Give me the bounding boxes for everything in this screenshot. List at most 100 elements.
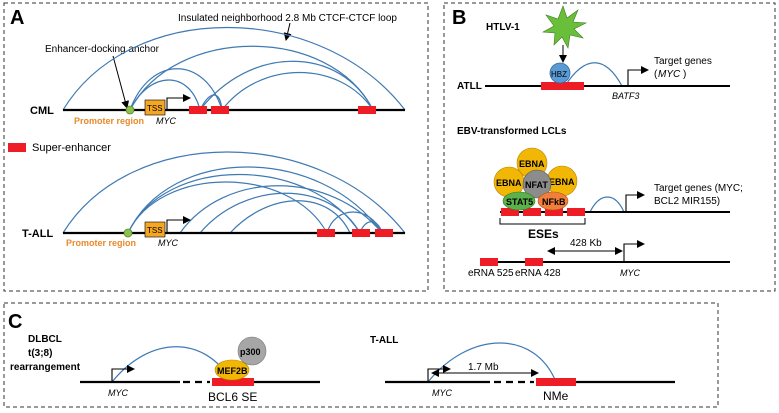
- cml-myc-label: MYC: [156, 116, 177, 126]
- erna-525-enhancer: [480, 258, 498, 266]
- tall-tss-box: [144, 221, 166, 238]
- enhancer-docking-anchor: [125, 105, 135, 115]
- tall-myc-label: MYC: [158, 238, 179, 248]
- ebna-left-label: EBNA: [496, 178, 522, 188]
- legend-super-enhancer-swatch: [8, 143, 26, 152]
- distance-1-7mb-label: 1.7 Mb: [468, 362, 499, 373]
- enhancer-docking-anchor: [123, 228, 133, 238]
- atll-target-paren-close: ): [683, 69, 686, 80]
- erna-tss-arrow: [623, 240, 645, 262]
- panel-b-border: [443, 2, 776, 292]
- nme-enhancer: [536, 378, 576, 386]
- legend-super-enhancer-label: Super-enhancer: [32, 142, 111, 154]
- nme-label: NMe: [543, 389, 569, 403]
- tall-tss-label: TSS: [147, 226, 163, 235]
- mef2b-label: MEF2B: [217, 366, 248, 376]
- ebna-top-label: EBNA: [519, 159, 545, 169]
- super-enhancer: [211, 106, 229, 114]
- ese-bracket: [499, 218, 586, 225]
- c-tall-tss-arrow: [427, 365, 451, 382]
- ebna-right-label: EBNA: [549, 177, 575, 187]
- cml-row-label: CML: [30, 105, 54, 117]
- mef2b-factor: [214, 359, 250, 381]
- dlbcl-loop: [111, 346, 233, 383]
- tall-tss-arrow: [166, 216, 191, 233]
- ebv-loop: [589, 196, 625, 213]
- nfat-factor: [522, 169, 552, 199]
- loop: [127, 181, 328, 234]
- super-enhancer: [189, 106, 207, 114]
- nfat-label: NFAT: [525, 180, 548, 190]
- super-enhancer: [375, 229, 393, 237]
- atll-super-enhancer: [541, 82, 584, 90]
- hbz-factor: [549, 62, 571, 84]
- super-enhancer: [352, 229, 370, 237]
- cml-promoter-label: Promoter region: [74, 116, 144, 126]
- loop: [127, 173, 361, 234]
- panel-c-letter: C: [8, 311, 22, 333]
- ese-label: ESEs: [528, 227, 559, 241]
- ese-enhancer: [567, 208, 585, 216]
- loop: [229, 200, 351, 234]
- atll-tss-arrow: [627, 66, 649, 86]
- htlv-label: HTLV-1: [486, 22, 520, 33]
- tall-loops: [62, 151, 406, 234]
- tall-promoter-label: Promoter region: [66, 238, 136, 248]
- panel-b-letter: B: [452, 7, 466, 29]
- cml-tss-label: TSS: [147, 104, 163, 113]
- ebv-target-line2: BCL2 MIR155): [654, 196, 720, 207]
- loop-label: Insulated neighborhood 2.8 Mb CTCF-CTCF …: [178, 13, 397, 24]
- panel-a-border: [3, 2, 429, 292]
- ebv-title: EBV-transformed LCLs: [457, 126, 567, 137]
- ese-enhancer: [523, 208, 541, 216]
- atll-loop: [564, 62, 623, 87]
- cml-tss-box: [144, 99, 166, 116]
- anchor-label: Enhancer-docking anchor: [45, 44, 160, 55]
- nfkb-label: NFkB: [542, 197, 566, 207]
- stat5-label: STAT5: [506, 197, 533, 207]
- ese-enhancer: [501, 208, 519, 216]
- atll-target-gene: MYC: [658, 69, 681, 80]
- panel-a-letter: A: [10, 7, 24, 29]
- loop: [199, 192, 361, 234]
- atll-row-label: ATLL: [457, 81, 482, 92]
- batf3-label: BATF3: [612, 91, 639, 101]
- dlbcl-line3: rearrangement: [10, 362, 81, 373]
- p300-label: p300: [240, 347, 261, 357]
- dlbcl-line2: t(3;8): [28, 348, 52, 359]
- panel-c-border: [3, 302, 719, 408]
- atll-target-paren-open: (: [654, 69, 658, 80]
- loop: [127, 166, 383, 234]
- loop: [221, 72, 374, 111]
- loop: [179, 185, 383, 234]
- erna-525-label: eRNA 525: [468, 268, 514, 279]
- loop-label-pointer: [283, 22, 292, 41]
- bcl6-super-enhancer: [212, 378, 254, 386]
- c-tall-myc-label: MYC: [432, 388, 453, 398]
- erna-428-label: eRNA 428: [515, 268, 561, 279]
- anchor-pointer: [112, 55, 130, 109]
- loop: [199, 60, 374, 111]
- hbz-label: HBZ: [551, 70, 567, 79]
- ebv-target-line1: Target genes (MYC;: [654, 183, 743, 194]
- panel-c: C DLBCL t(3;8) rearrangement MYC p300 ME…: [3, 302, 719, 408]
- atll-target-label: Target genes: [654, 56, 712, 67]
- ebv-tss-arrow: [625, 191, 645, 212]
- virus-star-icon: [541, 5, 588, 49]
- super-enhancer: [317, 229, 335, 237]
- stat5-factor: [502, 191, 536, 211]
- loop: [129, 79, 201, 111]
- ese-enhancer: [545, 208, 563, 216]
- cml-tss-arrow: [166, 94, 191, 110]
- c-tall-label: T-ALL: [370, 335, 398, 346]
- tall-row-label: T-ALL: [22, 228, 53, 240]
- loop: [326, 211, 383, 234]
- p300-factor: [237, 336, 267, 366]
- bcl6-label: BCL6 SE: [208, 390, 257, 404]
- erna-428-enhancer: [525, 258, 543, 266]
- insulated-loop: [62, 26, 406, 111]
- panel-b: B HTLV-1 ATLL HBZ Target genes ( MYC ) B…: [443, 2, 776, 292]
- dlbcl-line1: DLBCL: [28, 334, 62, 345]
- dlbcl-myc-label: MYC: [108, 388, 129, 398]
